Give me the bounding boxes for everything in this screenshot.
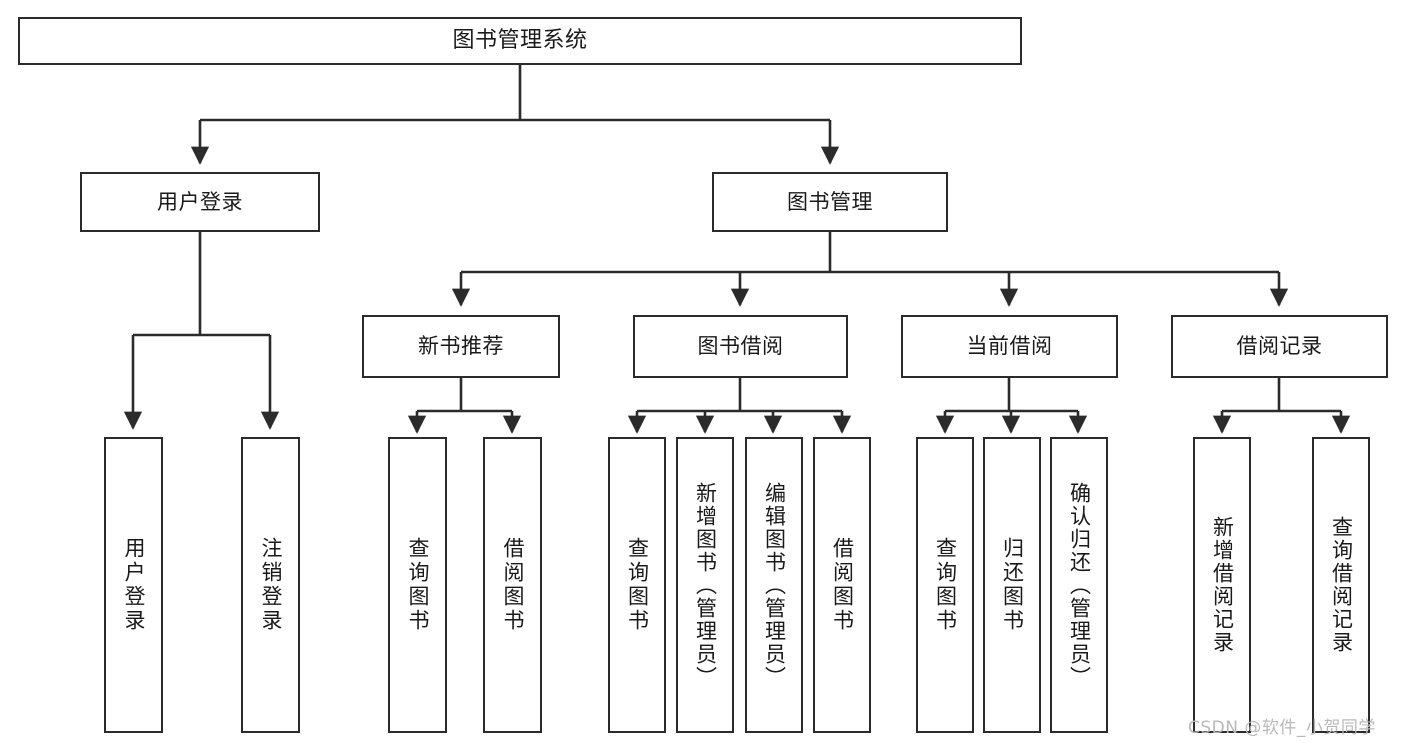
node-label: 图书管理系统: [452, 28, 588, 54]
node-new-book-recommend[interactable]: 新书推荐: [362, 315, 560, 378]
node-label: 用户登录: [122, 537, 146, 633]
node-root-system[interactable]: 图书管理系统: [18, 17, 1022, 65]
leaf-return-book[interactable]: 归还图书: [983, 437, 1041, 733]
leaf-query-book-current[interactable]: 查询图书: [916, 437, 974, 733]
node-label: 查询图书: [625, 537, 650, 633]
node-label: 用户登录: [157, 189, 243, 214]
node-book-management[interactable]: 图书管理: [712, 172, 948, 232]
leaf-edit-book-admin[interactable]: 编辑图书（管理员）: [745, 437, 803, 733]
leaf-query-borrow-record[interactable]: 查询借阅记录: [1312, 437, 1370, 733]
node-label: 注销登录: [259, 537, 283, 633]
leaf-query-book-newbook[interactable]: 查询图书: [388, 437, 447, 733]
node-label: 借阅记录: [1236, 334, 1323, 359]
watermark: CSDN @软件_小贺同学: [1188, 718, 1376, 738]
node-label: 编辑图书（管理员）: [762, 481, 787, 689]
leaf-query-book-borrow[interactable]: 查询图书: [608, 437, 666, 733]
node-label: 新增借阅记录: [1210, 516, 1235, 654]
node-label: 当前借阅: [966, 334, 1053, 359]
node-label: 确认归还（管理员）: [1067, 481, 1092, 689]
node-label: 图书管理: [787, 189, 873, 214]
leaf-logout[interactable]: 注销登录: [241, 437, 300, 733]
node-borrow-record[interactable]: 借阅记录: [1171, 315, 1388, 378]
leaf-user-login[interactable]: 用户登录: [104, 437, 163, 733]
leaf-borrow-book[interactable]: 借阅图书: [813, 437, 871, 733]
node-label: 新增图书（管理员）: [693, 481, 718, 689]
node-book-borrow[interactable]: 图书借阅: [633, 315, 848, 378]
leaf-confirm-return-admin[interactable]: 确认归还（管理员）: [1050, 437, 1108, 733]
node-label: 借阅图书: [830, 537, 855, 633]
leaf-add-borrow-record[interactable]: 新增借阅记录: [1193, 437, 1251, 733]
node-label: 新书推荐: [418, 334, 504, 359]
node-user-login[interactable]: 用户登录: [80, 172, 320, 232]
node-label: 借阅图书: [501, 537, 525, 633]
node-label: 查询图书: [406, 537, 430, 633]
node-label: 图书借阅: [697, 334, 784, 359]
node-label: 归还图书: [1000, 537, 1025, 633]
leaf-borrow-book-newbook[interactable]: 借阅图书: [483, 437, 542, 733]
node-current-borrow[interactable]: 当前借阅: [901, 315, 1118, 378]
leaf-add-book-admin[interactable]: 新增图书（管理员）: [676, 437, 734, 733]
node-label: 查询借阅记录: [1329, 516, 1354, 654]
node-label: 查询图书: [933, 537, 958, 633]
